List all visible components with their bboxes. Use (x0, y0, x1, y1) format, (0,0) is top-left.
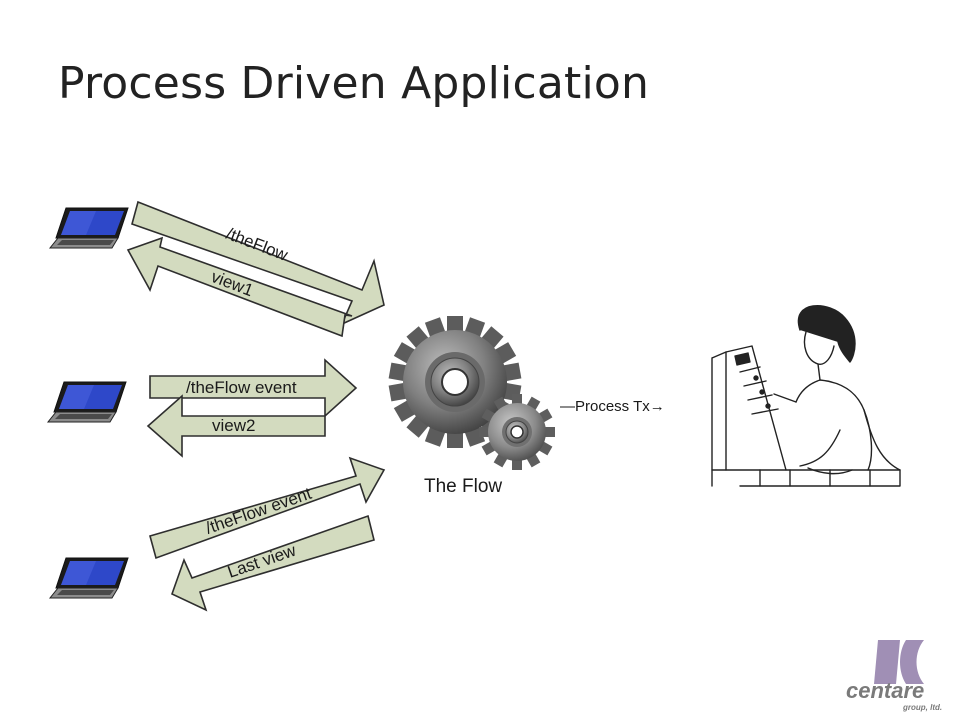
centare-logo: centare group, ltd. (846, 640, 942, 712)
arrow-label: /theFlow event (186, 378, 297, 397)
process-tx-label: —Process Tx→ (560, 398, 665, 415)
arrow-label: Last view (225, 541, 299, 582)
gears-icon (388, 316, 555, 470)
laptop-icon (47, 381, 127, 423)
laptop-icon (49, 557, 129, 599)
arrow-label: /theFlow event (203, 484, 314, 538)
operator-illustration (711, 305, 901, 487)
arrow-label: view2 (212, 416, 255, 435)
logo-wordmark: centare (846, 678, 924, 703)
engine-label: The Flow (424, 476, 502, 497)
logo-tagline: group, ltd. (902, 703, 942, 712)
slide-title: Process Driven Application (58, 58, 650, 109)
response-arrow-view2: view2 (146, 394, 326, 458)
arrow-label: view1 (209, 267, 256, 300)
laptop-icon (49, 207, 129, 249)
